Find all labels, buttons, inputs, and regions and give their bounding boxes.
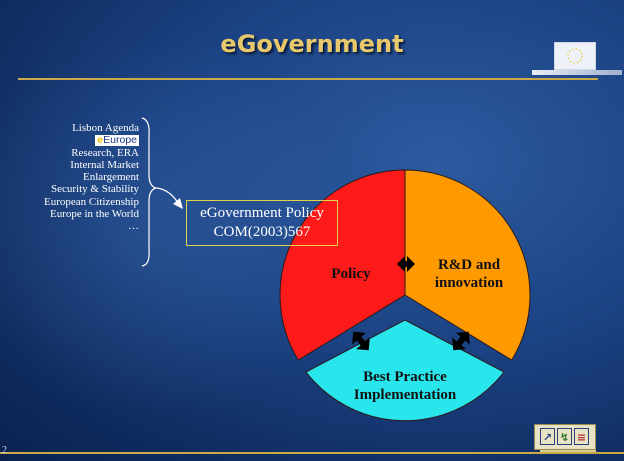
list-item: Enlargement xyxy=(83,171,139,184)
eu-flag-logo xyxy=(554,42,596,70)
logo-tile-icon: ↗ xyxy=(540,428,555,445)
label-best-practice-line2: Implementation xyxy=(353,387,457,403)
curly-brace xyxy=(141,117,159,267)
label-rd-line1: R&D and xyxy=(437,257,501,273)
segment-policy xyxy=(279,169,406,361)
label-best-practice: Best Practice Implementation xyxy=(340,368,470,404)
label-policy: Policy xyxy=(331,266,371,282)
logo-tile-icon: ↯ xyxy=(557,428,572,445)
list-item: Research, ERA xyxy=(71,146,139,159)
double-arrow-left xyxy=(352,331,370,351)
page-number: 2 xyxy=(2,445,7,456)
logo-tile-icon: ≡ xyxy=(574,428,589,445)
context-list: Lisbon Agenda eEurope Research, ERA Inte… xyxy=(4,122,139,233)
title-divider xyxy=(18,78,598,80)
segment-best-practice xyxy=(305,319,505,422)
slide-title: eGovernment xyxy=(220,30,404,58)
double-arrow-top xyxy=(397,256,415,272)
list-item: Internal Market xyxy=(70,158,139,171)
label-rd: R&D and innovation xyxy=(424,256,514,292)
segment-rd xyxy=(404,169,531,361)
policy-box-line2: COM(2003)567 xyxy=(213,224,311,240)
list-item: … xyxy=(128,220,139,233)
label-best-practice-line1: Best Practice xyxy=(363,369,447,385)
eeurope-logo: eEurope xyxy=(95,134,139,147)
policy-box-line1: eGovernment Policy xyxy=(200,205,324,221)
label-rd-line2: innovation xyxy=(434,275,504,291)
list-item-eeurope: eEurope xyxy=(4,134,139,147)
connector-arrowhead xyxy=(173,198,183,209)
double-arrow-right xyxy=(452,331,470,351)
list-item: European Citizenship xyxy=(43,195,139,208)
list-item: Europe in the World xyxy=(49,208,139,221)
programme-logo: ↗ ↯ ≡ xyxy=(534,424,596,450)
connector-arrow xyxy=(156,187,179,204)
policy-box: eGovernment Policy COM(2003)567 xyxy=(186,200,338,246)
footer-divider xyxy=(0,452,624,454)
eu-stars-icon xyxy=(567,48,583,64)
list-item: Security & Stability xyxy=(51,183,139,196)
list-item: Lisbon Agenda xyxy=(72,122,139,134)
eu-logo-caption xyxy=(532,70,622,75)
